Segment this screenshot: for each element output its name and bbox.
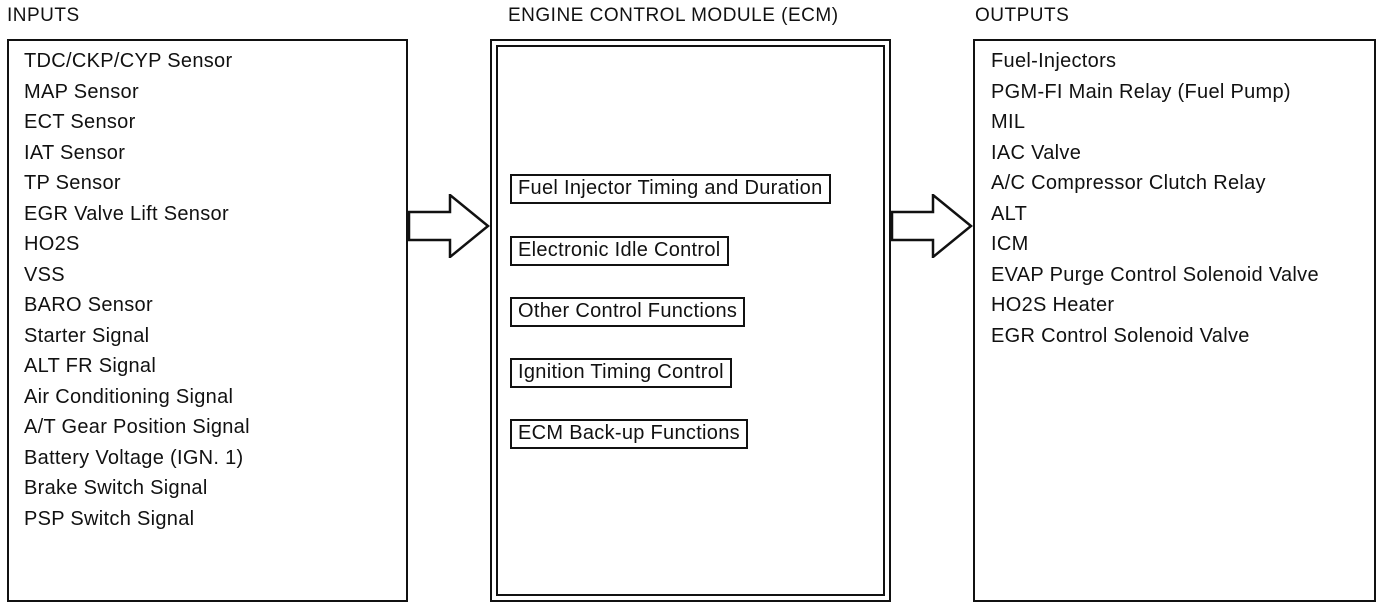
output-item: ICM [991,233,1029,255]
inputs-list: TDC/CKP/CYP Sensor MAP Sensor ECT Sensor… [24,46,250,534]
ecm-function-box: Ignition Timing Control [510,358,732,388]
input-arrow-icon [408,194,490,258]
output-item: ALT [991,202,1028,225]
inputs-heading: INPUTS [7,5,80,26]
output-item: IAC Valve [991,141,1082,164]
ecm-function-box: ECM Back-up Functions [510,419,748,449]
ecm-box-outer [490,39,891,602]
input-item: EGR Valve Lift Sensor [24,202,229,225]
input-item: HO2S [24,233,80,255]
input-item: Brake Switch Signal [24,477,208,499]
input-item: TP Sensor [24,172,121,194]
input-item: A/T Gear Position Signal [24,416,250,438]
ecm-heading: ENGINE CONTROL MODULE (ECM) [508,5,839,26]
outputs-heading: OUTPUTS [975,5,1070,26]
output-arrow-icon [891,194,973,258]
ecm-function-box: Fuel Injector Timing and Duration [510,174,831,204]
input-item: Battery Voltage (IGN. 1) [24,446,244,469]
ecm-box-inner [496,45,885,596]
input-item: Air Conditioning Signal [24,385,234,408]
input-item: ALT FR Signal [24,355,157,377]
ecm-function-box: Electronic Idle Control [510,236,729,266]
output-item: PGM-FI Main Relay (Fuel Pump) [991,80,1291,103]
input-item: ECT Sensor [24,111,136,133]
input-item: TDC/CKP/CYP Sensor [24,50,233,72]
ecm-function-box: Other Control Functions [510,297,746,327]
input-item: PSP Switch Signal [24,507,195,530]
input-item: MAP Sensor [24,80,139,103]
input-item: Starter Signal [24,324,150,347]
inputs-box [7,39,408,602]
outputs-box [973,39,1376,602]
output-item: HO2S Heater [991,294,1115,316]
input-item: IAT Sensor [24,141,126,164]
outputs-list: Fuel-Injectors PGM-FI Main Relay (Fuel P… [991,46,1319,351]
input-item: VSS [24,263,65,286]
input-item: BARO Sensor [24,294,153,316]
output-item: EVAP Purge Control Solenoid Valve [991,263,1319,286]
output-item: EGR Control Solenoid Valve [991,324,1250,347]
output-item: A/C Compressor Clutch Relay [991,172,1266,194]
output-item: Fuel-Injectors [991,50,1117,72]
output-item: MIL [991,111,1026,133]
